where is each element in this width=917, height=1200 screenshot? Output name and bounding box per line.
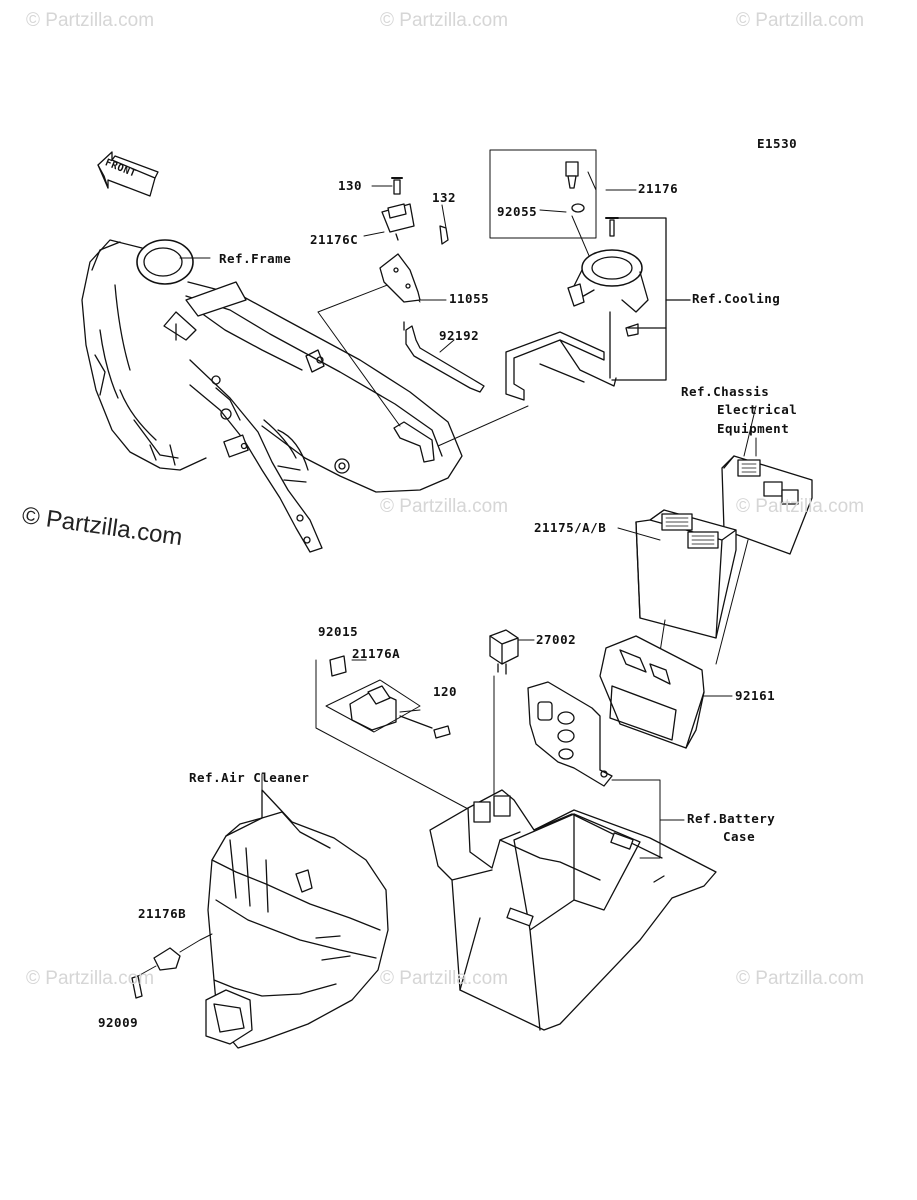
- part-92009[interactable]: 92009: [98, 1015, 139, 1030]
- part-92055[interactable]: 92055: [497, 204, 538, 219]
- part-27002[interactable]: 27002: [536, 632, 577, 647]
- part-21176b[interactable]: 21176B: [138, 906, 187, 921]
- part-92015[interactable]: 92015: [318, 624, 359, 639]
- watermark: © Partzilla.com: [736, 10, 865, 31]
- ecu-drawing: [635, 455, 813, 639]
- part-132[interactable]: 132: [432, 190, 457, 205]
- sensor-21176a-drawing: [315, 655, 471, 811]
- part-11055[interactable]: 11055: [449, 291, 490, 306]
- part-92192[interactable]: 92192: [439, 328, 480, 343]
- watermark: © Partzilla.com: [380, 496, 509, 517]
- ref-chassis-line-3[interactable]: Equipment: [717, 421, 790, 436]
- ref-battery-line-2[interactable]: Case: [723, 829, 756, 844]
- ref-chassis-line-2[interactable]: Electrical: [717, 402, 798, 417]
- watermark: © Partzilla.com: [736, 968, 865, 989]
- sensor-21176-drawing: [489, 149, 691, 401]
- ref-battery-line-1[interactable]: Ref.Battery: [687, 811, 776, 826]
- relay-drawing: [489, 629, 535, 821]
- ecu-leader-lines: [617, 405, 757, 697]
- part-21176c[interactable]: 21176C: [310, 232, 359, 247]
- ref-cooling[interactable]: Ref.Cooling: [692, 291, 781, 306]
- part-92161[interactable]: 92161: [735, 688, 776, 703]
- watermark: © Partzilla.com: [380, 10, 509, 31]
- watermark: © Partzilla.com: [736, 496, 865, 517]
- part-21176a[interactable]: 21176A: [352, 646, 401, 661]
- front-arrow-icon: [97, 151, 159, 197]
- part-21176[interactable]: 21176: [638, 181, 679, 196]
- part-130[interactable]: 130: [338, 178, 363, 193]
- air-cleaner-drawing: [205, 773, 389, 1049]
- watermark: © Partzilla.com: [380, 968, 509, 989]
- diagram-code: E1530: [757, 136, 798, 151]
- watermark: © Partzilla.com: [26, 10, 155, 31]
- bracket-drawing: [527, 681, 613, 787]
- ref-frame[interactable]: Ref.Frame: [219, 251, 292, 266]
- sensor-21176c-drawing: [379, 177, 485, 393]
- watermark: © Partzilla.com: [26, 968, 155, 989]
- ref-air-cleaner[interactable]: Ref.Air Cleaner: [189, 770, 310, 785]
- ecu-holder-drawing: [599, 635, 705, 749]
- frame-drawing: [81, 239, 463, 553]
- part-21175[interactable]: 21175/A/B: [534, 520, 607, 535]
- ref-chassis-line-1[interactable]: Ref.Chassis: [681, 384, 770, 399]
- battery-case-drawing: [429, 779, 717, 1031]
- sensor-21176b-drawing: [131, 933, 213, 999]
- part-120[interactable]: 120: [433, 684, 458, 699]
